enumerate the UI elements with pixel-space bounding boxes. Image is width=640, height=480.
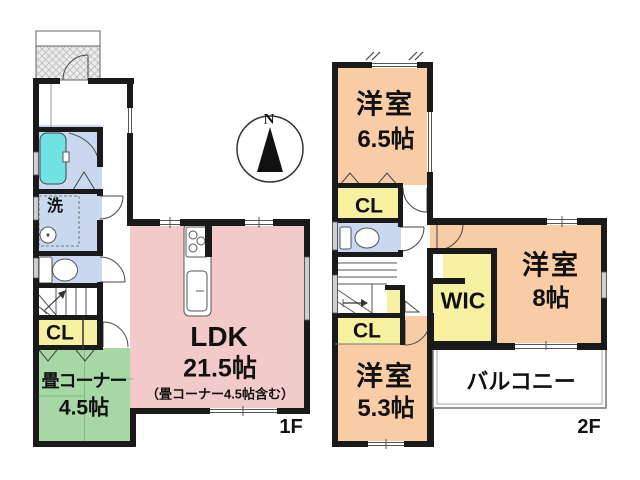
tatami-corner-name: 畳コーナー [41,371,128,391]
balcony-outline [432,350,607,409]
bathtub [39,132,67,185]
floor1-label: 1F [279,416,303,438]
closet2f-lower-label: CL [353,319,381,343]
entrance-porch [35,30,101,127]
floor1-door-arcs [99,195,129,348]
bedroom53-name: 洋室 [356,361,414,392]
balcony-label: バルコニー [466,369,576,394]
bedroom65-name: 洋室 [356,89,414,120]
hall-ldk-door-arc [102,321,129,348]
ldk-size: 21.5帖 [183,354,257,383]
north-compass-icon [236,115,304,183]
closet-bifold-marks [38,349,95,362]
floor2-windows [332,51,607,449]
closet1f-label: CL [46,321,74,345]
entrance-door-arc [62,54,89,81]
bedroom8-name: 洋室 [522,250,580,281]
bath-counter [68,132,99,159]
washroom-label: 洗 [46,198,64,215]
bedroom65-door-arc [402,187,428,213]
closet2f-bifold-marks [338,172,399,187]
ldk-floor [130,222,307,411]
closet1f-floor [36,317,102,349]
stairs-1f [38,288,87,316]
compass-north-label: N [263,111,275,128]
toilet2f-door-arc [399,226,425,252]
window-ldk-top-2 [245,217,273,228]
window-bedroom53-bottom [368,439,404,449]
toilet2f-fixtures [339,226,380,250]
toilet-tank [38,256,53,284]
stairs-arrow [58,290,66,299]
closet2f-lower-floor [335,316,401,344]
toilet-bowl [52,258,78,282]
wic-floor [433,251,494,344]
tatami-mat-lines [36,348,133,441]
tatami-corner-size: 4.5帖 [58,396,110,420]
window-bedroom65-east [427,112,433,172]
window-hall-east [127,108,133,133]
ldk-name: LDK [190,321,248,352]
bath-folding-door [72,171,96,191]
wic-label: WIC [440,287,486,314]
ldk-note: （畳コーナー4.5帖含む） [145,386,295,402]
bedroom65-size: 6.5帖 [357,126,415,153]
stairs-2f [337,262,397,314]
bedroom65-floor [335,65,430,185]
window-ldk-top-1 [160,217,180,228]
bedroom53-size: 5.3帖 [357,395,415,422]
kitchen [183,223,212,317]
closet2f-upper-floor [335,185,403,220]
window-bedroom8-top [547,216,577,227]
bathroom-fixtures [39,132,99,191]
washroom-door-arc [99,195,124,220]
window-ldk-bottom [210,406,277,416]
floor2-label: 2F [577,416,601,438]
stairs-arrow [361,299,368,307]
closet2f-upper-label: CL [355,194,383,218]
floor1-windows [33,108,310,416]
window-bedroom65-top [365,51,424,68]
washroom-floor [36,191,102,255]
stairs-closet-floor [387,287,401,315]
bedroom8-size: 8帖 [532,285,570,312]
toilet1f-door-arc [99,256,126,283]
toilet1f-fixtures [38,256,78,284]
hall-door-mark [404,299,421,313]
